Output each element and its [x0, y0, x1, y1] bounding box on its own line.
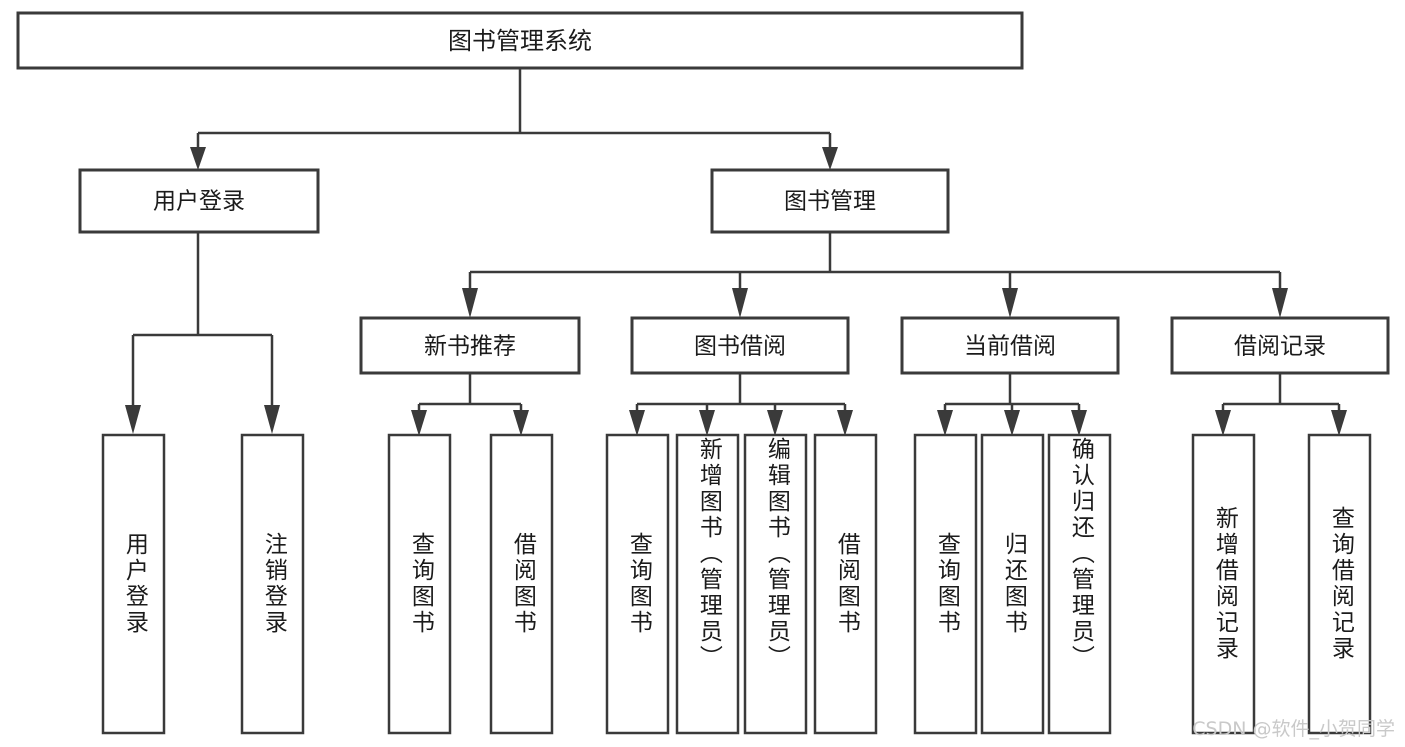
node-current-borrow[interactable]: [900, 316, 1120, 375]
arrow-head-leaf-rec-search: [1331, 410, 1347, 436]
node-leaf-rec-borrow[interactable]: [489, 433, 554, 735]
node-leaf-borrow-add[interactable]: [675, 433, 740, 735]
arrow-head-bookmanage: [822, 147, 838, 170]
node-user-login[interactable]: [78, 168, 320, 234]
node-leaf-user-login[interactable]: [101, 433, 166, 735]
arrow-head-currentborrow: [1002, 288, 1018, 318]
arrow-head-borrowrecord: [1272, 288, 1288, 318]
node-borrow-record[interactable]: [1170, 316, 1390, 375]
arrow-head-leaf-cur-return: [1004, 410, 1020, 436]
arrow-head-leaf-borrow-add: [699, 410, 715, 436]
arrow-head-leaf-user-login: [125, 405, 141, 434]
node-borrow-record-label: 借阅记录: [1234, 334, 1326, 360]
node-user-login-label: 用户登录: [153, 189, 245, 215]
node-leaf-rec-add[interactable]: [1191, 433, 1256, 735]
arrow-head-bookborrow: [732, 288, 748, 318]
node-new-book-recommend-label: 新书推荐: [424, 334, 516, 360]
node-book-borrow[interactable]: [630, 316, 850, 375]
node-new-book-recommend[interactable]: [359, 316, 581, 375]
node-book-manage[interactable]: [710, 168, 950, 234]
node-leaf-cur-confirm[interactable]: [1047, 433, 1112, 735]
node-leaf-logout[interactable]: [240, 433, 305, 735]
arrow-head-leaf-rec-borrow: [513, 410, 529, 436]
arrow-head-leaf-cur-confirm: [1071, 410, 1087, 436]
arrow-head-leaf-logout: [264, 405, 280, 434]
node-leaf-borrow-do[interactable]: [813, 433, 878, 735]
node-leaf-cur-return[interactable]: [980, 433, 1045, 735]
node-leaf-borrow-query[interactable]: [605, 433, 670, 735]
node-leaf-cur-query[interactable]: [913, 433, 978, 735]
node-book-borrow-label: 图书借阅: [694, 334, 786, 360]
node-leaf-rec-search[interactable]: [1307, 433, 1372, 735]
connector-layer: [125, 68, 1347, 436]
node-layer: 图书管理系统 用户登录 图书管理 新书推荐 图书借阅 当前借阅 借阅记录: [16, 11, 1390, 735]
node-book-manage-label: 图书管理: [784, 189, 876, 215]
arrow-head-userlogin: [190, 147, 206, 170]
arrow-head-leaf-borrow-query: [629, 410, 645, 436]
node-leaf-rec-query[interactable]: [387, 433, 452, 735]
node-leaf-borrow-edit[interactable]: [743, 433, 808, 735]
arrow-head-leaf-rec-add: [1215, 410, 1231, 436]
arrow-head-leaf-cur-query: [937, 410, 953, 436]
arrow-head-newbook: [462, 288, 478, 318]
arrow-head-leaf-borrow-do: [837, 410, 853, 436]
node-current-borrow-label: 当前借阅: [964, 334, 1056, 360]
arrow-head-leaf-rec-query: [411, 410, 427, 436]
node-root-label: 图书管理系统: [448, 27, 592, 55]
node-root[interactable]: [16, 11, 1024, 70]
arrow-head-leaf-borrow-edit: [767, 410, 783, 436]
